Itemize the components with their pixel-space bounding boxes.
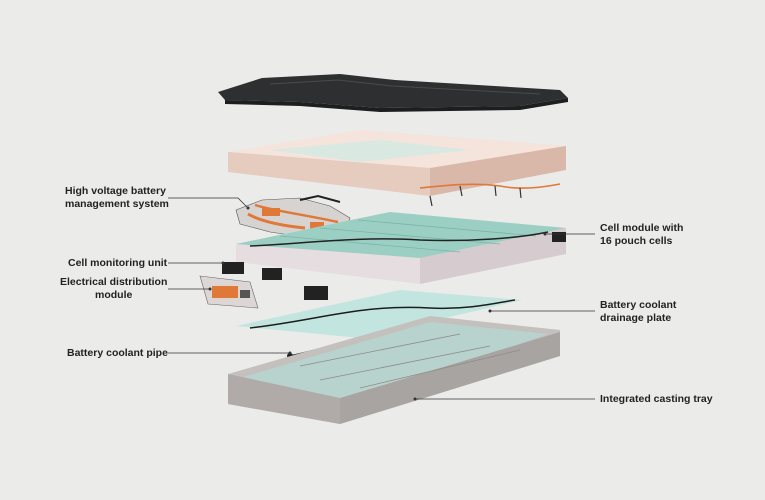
label-drainage-plate: Battery coolant drainage plate [600, 299, 676, 325]
label-cell-module: Cell module with 16 pouch cells [600, 222, 683, 248]
cell-monitoring-unit-box [222, 262, 244, 274]
battery-cover [218, 74, 568, 112]
electrical-distribution-module [200, 276, 258, 308]
label-cell-monitoring: Cell monitoring unit [68, 257, 167, 270]
label-electrical-distribution: Electrical distribution module [60, 276, 167, 302]
casting-tray [228, 316, 560, 424]
insulation-layer [228, 130, 566, 196]
label-coolant-pipe: Battery coolant pipe [67, 347, 168, 360]
label-casting-tray: Integrated casting tray [600, 393, 713, 406]
leader-hv-bms [168, 198, 248, 208]
label-hv-bms: High voltage battery management system [65, 185, 169, 211]
